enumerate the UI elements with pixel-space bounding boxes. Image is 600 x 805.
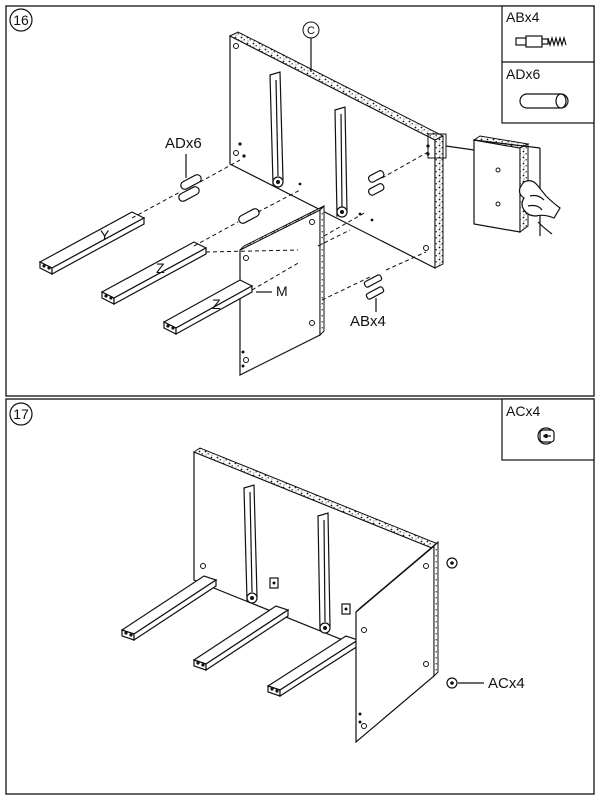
hand-pressing-icon — [518, 180, 561, 235]
label-m: M — [276, 283, 288, 299]
shelf-z-top-17 — [192, 605, 290, 672]
shelf-y — [38, 211, 146, 276]
step-17-number: 17 — [13, 406, 29, 422]
callout-abx4: ABx4 — [350, 313, 386, 330]
parts-acx4-label: ACx4 — [506, 403, 540, 419]
side-panel-m — [239, 204, 325, 376]
step-16-number: 16 — [13, 12, 29, 28]
part-c-label: C — [307, 25, 315, 37]
callout-adx6: ADx6 — [165, 135, 202, 152]
drawer-slide-right-17 — [317, 512, 331, 634]
cam-locks-external — [446, 557, 458, 689]
drawer-slide-left — [269, 71, 284, 188]
shelf-z-bottom-17 — [266, 635, 360, 698]
step-17-parts-box: ACx4 — [501, 398, 595, 461]
shelf-y-17 — [120, 575, 218, 642]
cam-lock-icon — [537, 427, 555, 445]
step-17-border — [5, 398, 595, 795]
label-z-top: Z — [156, 260, 165, 276]
cam-bolts-step16 — [363, 274, 385, 300]
alignment-lines-16 — [131, 151, 429, 301]
cam-bolt-icon — [515, 35, 567, 48]
parts-abx4-label: ABx4 — [506, 9, 540, 25]
wood-dowel-icon — [519, 93, 569, 109]
cam-locks-installed — [269, 577, 351, 615]
step-16-border — [5, 5, 595, 397]
side-panel-m-17 — [355, 540, 439, 744]
label-z-bottom: Z — [212, 296, 221, 312]
label-y: Y — [100, 227, 110, 243]
back-panel-c — [228, 31, 445, 269]
step-17-number-circle — [9, 402, 33, 426]
callout-acx4: ACx4 — [488, 675, 525, 692]
shelf-z-top — [100, 241, 208, 306]
step-16-number-circle — [9, 8, 33, 32]
drawer-slide-right — [334, 106, 348, 218]
step-16-parts-box: ABx4 ADx6 — [501, 5, 595, 124]
parts-adx6-label: ADx6 — [506, 66, 540, 82]
step-17-panel: 17 ACx4 — [5, 398, 595, 795]
shelf-z-bottom — [162, 279, 254, 336]
drawer-slide-left-17 — [243, 484, 258, 604]
step-16-panel: 16 ABx4 ADx6 — [5, 5, 595, 397]
